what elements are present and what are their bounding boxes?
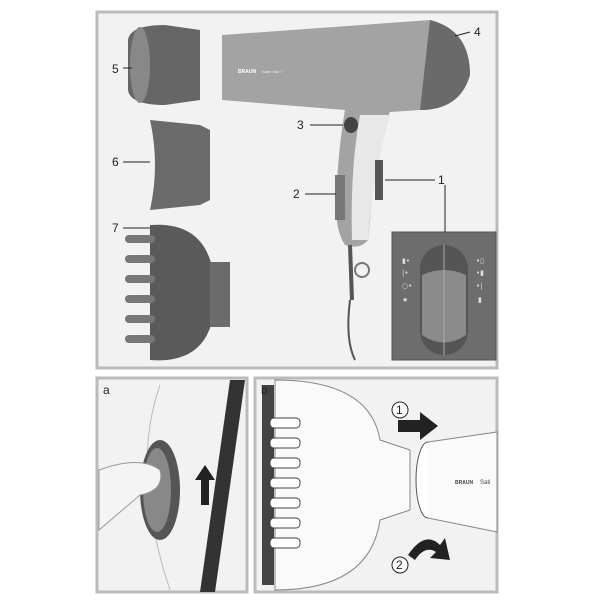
hair-dryer: BRAUN Satin Hair 7: [222, 20, 470, 361]
rotate-arrow-icon: [408, 538, 450, 560]
svg-text:▮•: ▮•: [402, 257, 410, 265]
cool-shot-button: [344, 117, 358, 133]
arrow-right-icon: [398, 412, 438, 440]
brand-logo-b: BRAUN: [455, 480, 473, 486]
callout-4: 4: [474, 25, 481, 39]
svg-text:★: ★: [402, 296, 408, 304]
svg-text:•▮: •▮: [476, 269, 484, 277]
step-2-marker: 2: [396, 558, 403, 572]
switch-inset: ▮• |• ○• ★ •▯ •▮ •| ▮: [391, 231, 497, 361]
panel-b-illustration: BRAUN Sati: [262, 379, 498, 591]
attachment-5: [128, 25, 200, 105]
diffuser-7: [125, 224, 230, 361]
model-name: Satin Hair 7: [262, 69, 284, 74]
callout-5: 5: [112, 62, 119, 76]
panel-a-label: a: [103, 383, 110, 397]
step-1-marker: 1: [396, 403, 403, 417]
svg-text:•|: •|: [476, 282, 483, 290]
svg-text:○•: ○•: [402, 282, 412, 290]
callout-6: 6: [112, 155, 119, 169]
leader-lines: [123, 31, 471, 232]
callout-2: 2: [293, 187, 300, 201]
svg-text:▮: ▮: [478, 296, 482, 304]
callout-7: 7: [112, 221, 119, 235]
callout-1: 1: [438, 173, 445, 187]
svg-text:|•: |•: [402, 269, 409, 277]
brand-logo: BRAUN: [238, 69, 256, 75]
arrow-up-icon: [195, 465, 215, 505]
callout-3: 3: [297, 118, 304, 132]
concentrator-6: [150, 120, 210, 210]
svg-text:•▯: •▯: [476, 257, 484, 265]
panel-a-illustration: [98, 380, 245, 592]
model-name-b: Sati: [480, 480, 490, 486]
panel-b-label: b: [261, 383, 268, 397]
